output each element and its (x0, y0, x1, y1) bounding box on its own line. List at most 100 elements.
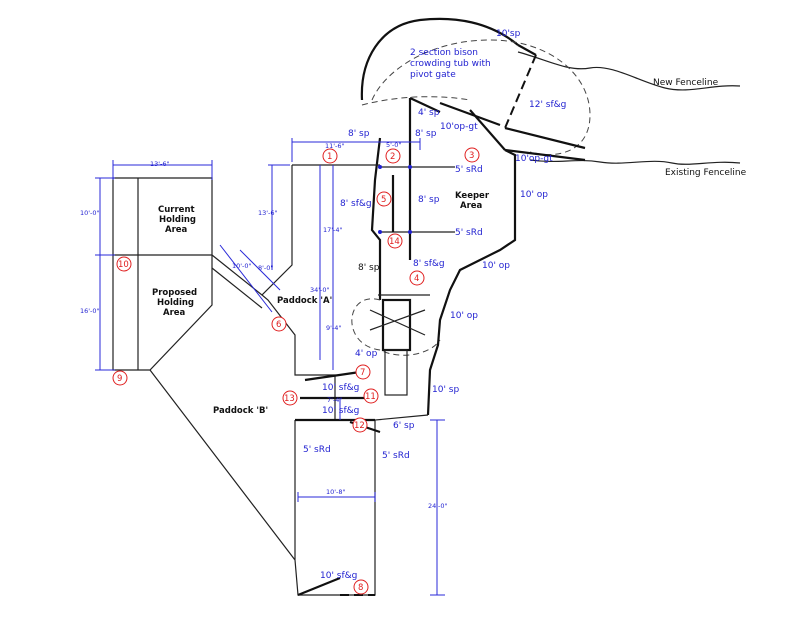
dim-5-0: 5'-0" (386, 141, 401, 149)
tub-pivot-gate (504, 54, 537, 129)
marker-9: 9 (112, 370, 128, 386)
svg-text:6: 6 (276, 320, 281, 330)
label-10opgt-a: 10'op-gt (440, 122, 478, 132)
label-10op-a: 10' op (520, 190, 548, 200)
svg-text:3: 3 (469, 151, 474, 161)
label-8sp-b: 8' sp (415, 129, 437, 139)
dim-34-0: 34'-0" (310, 286, 330, 294)
chute-alley (384, 349, 408, 396)
label-5srd-c: 5' sRd (303, 445, 331, 455)
svg-text:11: 11 (365, 392, 376, 402)
paddock-b-label: Paddock 'B' (213, 406, 268, 416)
svg-text:5: 5 (381, 195, 386, 205)
dim-10-0-left: 10'-0" (80, 209, 100, 217)
tub-note-1: 2 section bison (410, 48, 478, 58)
tub-right-wall (517, 44, 537, 56)
marker-1: 1 (322, 148, 338, 164)
label-5srd-d: 5' sRd (382, 451, 410, 461)
tub-inner-2 (439, 101, 501, 127)
dim-17-4: 17'-4" (323, 226, 343, 234)
keeper-right-wall (426, 149, 517, 416)
svg-text:4: 4 (414, 274, 419, 284)
dim-7-4: 7'-4" (327, 396, 342, 404)
keeper-area-label-1: Keeper (455, 191, 490, 201)
label-10op-b: 10' op (482, 261, 510, 271)
tub-lower-edge (504, 126, 586, 150)
marker-5: 5 (376, 191, 392, 207)
svg-text:9: 9 (117, 374, 122, 384)
chute-cross-2 (369, 309, 426, 336)
existing-fenceline (529, 159, 741, 165)
keeper-area-outline (370, 137, 382, 300)
svg-text:13: 13 (284, 394, 295, 404)
marker-3: 3 (464, 147, 480, 163)
label-4op: 4' op (355, 349, 378, 359)
label-12-sfg: 12' sf&g (529, 100, 566, 110)
tub-inner-1 (409, 97, 441, 113)
squeeze-chute (381, 298, 412, 352)
proposed-holding-label-2: Holding (157, 298, 194, 308)
label-10sfg-c: 10' sf&g (320, 571, 357, 581)
label-8sp-c: 8' sp (418, 195, 440, 205)
label-8sp-d: 8' sp (358, 263, 380, 273)
label-10sfg-a: 10' sf&g (322, 383, 359, 393)
paddock-b-outline (149, 369, 429, 596)
label-10sp-c: 10' sp (432, 385, 459, 395)
keeper-area-label-2: Area (460, 201, 483, 211)
tub-dashed-swing (361, 96, 471, 106)
label-10sfg-b: 10' sf&g (322, 406, 359, 416)
marker-2: 2 (385, 148, 401, 164)
marker-11: 11 (363, 388, 379, 404)
dim-9-4: 9'-4" (326, 324, 341, 332)
marker-6: 6 (271, 316, 287, 332)
new-fenceline (517, 51, 741, 91)
label-10sp-top: 10'sp (496, 29, 521, 39)
dim-13-6-top: 13'-6" (150, 160, 170, 168)
svg-text:14: 14 (389, 237, 400, 247)
existing-fenceline-label: Existing Fenceline (665, 168, 747, 178)
svg-text:7: 7 (360, 368, 365, 378)
proposed-holding-label-1: Proposed (152, 288, 197, 298)
marker-13: 13 (282, 390, 298, 406)
holding-link-2 (211, 267, 263, 309)
tub-lower-gate (504, 148, 586, 162)
current-holding-label-3: Area (165, 225, 188, 235)
new-fenceline-label: New Fenceline (653, 78, 719, 88)
paddock-a-label: Paddock 'A' (277, 296, 332, 306)
label-10op-c: 10' op (450, 311, 478, 321)
svg-text:2: 2 (390, 152, 395, 162)
marker-14: 14 (387, 233, 403, 249)
marker-4: 4 (409, 270, 425, 286)
marker-8: 8 (353, 579, 369, 595)
chute-cross-1 (369, 309, 426, 331)
dim-13-6-vert: 13'-6" (258, 209, 278, 217)
label-8sfg-b: 8' sf&g (413, 259, 445, 269)
svg-text:10: 10 (118, 260, 129, 270)
dim-11-6: 11'-6" (325, 142, 345, 150)
paddock-b-bottom-gate (297, 576, 341, 597)
tub-outer-arc (360, 17, 519, 101)
tub-inner-3 (469, 109, 506, 151)
dim-10-0-diag: 10'-0" (232, 262, 252, 270)
label-8sp-a: 8' sp (348, 129, 370, 139)
chute-dashed-arc (351, 298, 441, 356)
label-5srd-b: 5' sRd (455, 228, 483, 238)
label-6sp: 6' sp (393, 421, 415, 431)
tub-note-3: pivot gate (410, 70, 456, 80)
marker-10: 10 (116, 256, 132, 272)
marker-12: 12 (352, 417, 368, 433)
paddock-b-mid-rail (304, 370, 361, 382)
marker-7: 7 (355, 364, 371, 380)
label-8sfg-a: 8' sf&g (340, 199, 372, 209)
current-holding-label-1: Current (158, 205, 195, 215)
label-10opgt-b: 10'op-gt (515, 154, 553, 164)
label-5srd-a: 5' sRd (455, 165, 483, 175)
dim-8-0-diag: 8'-0" (258, 264, 273, 272)
dim-10-8: 10'-8" (326, 488, 346, 496)
current-holding-label-2: Holding (159, 215, 196, 225)
tub-note-2: crowding tub with (410, 59, 491, 69)
svg-text:8: 8 (358, 583, 363, 593)
proposed-holding-label-3: Area (163, 308, 186, 318)
dimension-lines (95, 138, 445, 596)
